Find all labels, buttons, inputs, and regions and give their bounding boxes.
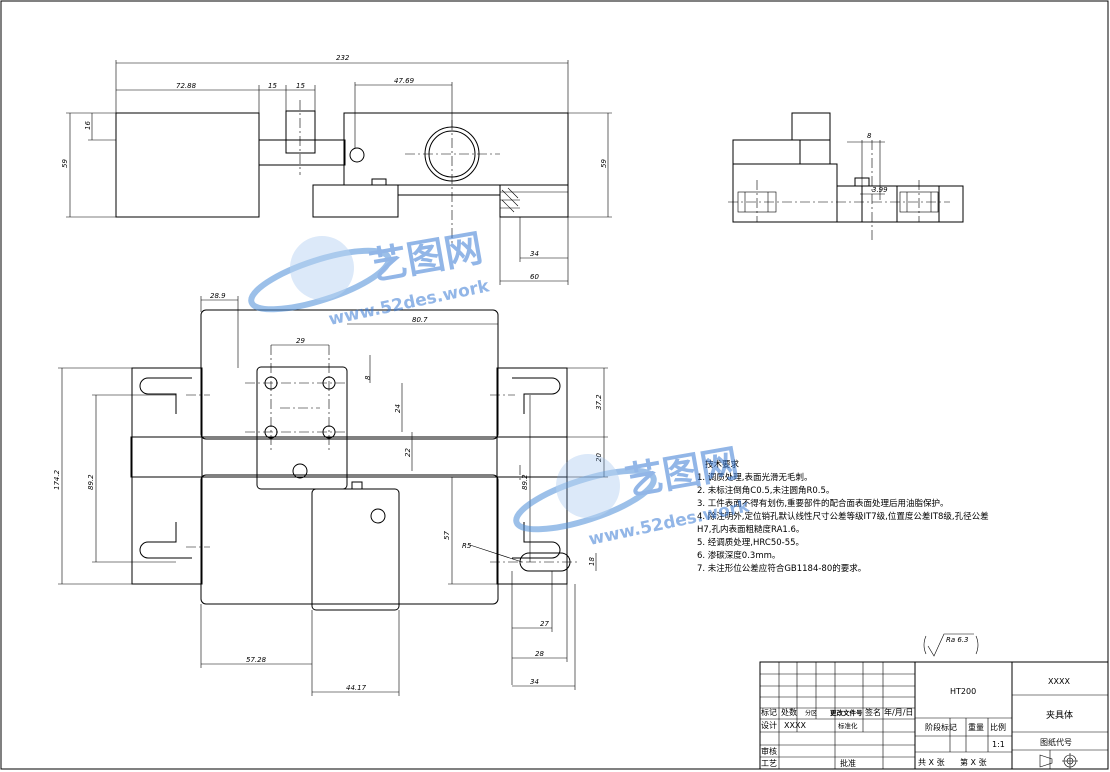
tb-drawing-no: 图纸代号 bbox=[1040, 737, 1072, 747]
tb-stage: 阶段标记 bbox=[925, 722, 957, 732]
tb-review: 审核 bbox=[761, 746, 777, 756]
note-item: H7,孔内表面粗糙度RA1.6。 bbox=[697, 524, 804, 535]
tb-date: 年/月/日 bbox=[884, 707, 913, 717]
plan-view: 28.9 80.7 29 8 24 22 37.2 20 174.2 89.2 … bbox=[53, 292, 608, 696]
note-item: 6. 渗碳深度0.3mm。 bbox=[697, 550, 780, 561]
dim-overall-length: 232 bbox=[336, 54, 350, 62]
front-view: 232 72.88 15 15 47.69 16 59 59 34 60 bbox=[61, 54, 612, 285]
tb-design: 设计 bbox=[761, 720, 777, 730]
tb-material: HT200 bbox=[950, 687, 976, 696]
note-item: 5. 经调质处理,HRC50-55。 bbox=[697, 537, 804, 548]
dim-57-28: 57.28 bbox=[246, 656, 267, 664]
tb-count: 处数 bbox=[781, 707, 797, 717]
tb-part-name: 夹具体 bbox=[1046, 709, 1073, 721]
tb-total-sheets: 共 X 张 bbox=[918, 758, 945, 767]
tb-weight: 重量 bbox=[968, 722, 984, 732]
note-item: 1. 调质处理,表面光滑无毛刺。 bbox=[697, 472, 813, 483]
note-item: 2. 未标注倒角C0.5,未注圆角R0.5。 bbox=[697, 485, 834, 496]
dim-80-7: 80.7 bbox=[412, 316, 428, 324]
notes-title: 技术要求 bbox=[705, 459, 740, 470]
note-item: 7. 未注形位公差应符合GB1184-80的要求。 bbox=[697, 563, 866, 574]
dim-89-2-right: 89.2 bbox=[521, 474, 529, 490]
dim-29: 29 bbox=[296, 337, 305, 345]
dim-44-17: 44.17 bbox=[346, 684, 367, 692]
dim-20: 20 bbox=[595, 453, 603, 462]
dim-28: 28 bbox=[535, 650, 544, 658]
dim-r5: R5 bbox=[462, 542, 472, 550]
dim-34: 34 bbox=[530, 250, 539, 258]
tb-standard: 标准化 bbox=[838, 721, 858, 730]
tb-process: 工艺 bbox=[761, 759, 777, 768]
dim-side-8: 8 bbox=[867, 132, 872, 140]
dim-16: 16 bbox=[84, 121, 92, 130]
dim-15b: 15 bbox=[296, 82, 305, 90]
tb-change-doc: 更改文件号 bbox=[830, 708, 863, 717]
side-view: 8 3.99 bbox=[728, 112, 964, 240]
dim-overall-height: 174.2 bbox=[53, 469, 61, 490]
roughness-value: Ra 6.3 bbox=[946, 636, 969, 644]
dim-18: 18 bbox=[588, 557, 596, 566]
tb-sheet-no: 第 X 张 bbox=[960, 757, 987, 767]
dim-28-9: 28.9 bbox=[210, 292, 226, 300]
tb-scale-label: 比例 bbox=[990, 722, 1006, 732]
tb-company: XXXX bbox=[1048, 677, 1070, 686]
dim-22: 22 bbox=[404, 448, 412, 457]
dim-34-plan: 34 bbox=[530, 678, 539, 686]
tb-sign: 签名 bbox=[865, 707, 881, 717]
dim-side-3-99: 3.99 bbox=[872, 186, 888, 194]
dim-37-2: 37.2 bbox=[595, 394, 603, 410]
note-item: 3. 工件表面不得有划伤,重要部件的配合面表面处理后用油脂保护。 bbox=[697, 498, 949, 509]
dim-8: 8 bbox=[364, 375, 372, 380]
dim-24: 24 bbox=[394, 404, 402, 413]
dim-15a: 15 bbox=[268, 82, 277, 90]
dim-height-right: 59 bbox=[600, 159, 608, 168]
tb-scale: 1:1 bbox=[992, 740, 1005, 749]
watermark-url: www.52des.work bbox=[327, 276, 492, 330]
dim-89-2-left: 89.2 bbox=[87, 474, 95, 490]
dim-height-left: 59 bbox=[61, 159, 69, 168]
dim-47-69: 47.69 bbox=[394, 77, 415, 85]
dim-60: 60 bbox=[530, 273, 539, 281]
title-block: 标记 处数 分区 更改文件号 签名 年/月/日 设计 XXXX 标准化 审核 工… bbox=[759, 661, 1109, 770]
tb-zone: 分区 bbox=[805, 709, 817, 717]
watermark-1: 艺图网 www.52des.work bbox=[248, 226, 492, 330]
projection-symbol-icon bbox=[1039, 753, 1078, 769]
tb-approve: 批准 bbox=[840, 758, 856, 768]
surface-roughness-symbol: Ra 6.3 bbox=[923, 633, 979, 657]
dim-57: 57 bbox=[443, 531, 451, 540]
technical-notes: 技术要求 1. 调质处理,表面光滑无毛刺。 2. 未标注倒角C0.5,未注圆角R… bbox=[697, 459, 989, 574]
dim-72-88: 72.88 bbox=[176, 82, 197, 90]
note-item: 4. 除注明外,定位销孔默认线性尺寸公差等级IT7级,位置度公差IT8级,孔径公… bbox=[697, 511, 989, 522]
tb-mark: 标记 bbox=[761, 707, 777, 717]
tb-designer: XXXX bbox=[784, 721, 806, 730]
dim-27: 27 bbox=[540, 620, 549, 628]
